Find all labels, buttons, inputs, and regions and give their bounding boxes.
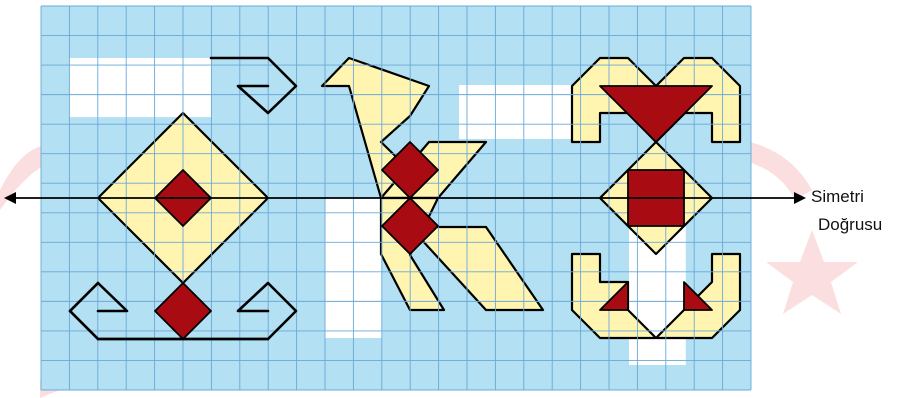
watermark-star: [766, 230, 858, 314]
axis-label-line1: Simetri: [811, 185, 864, 209]
white-block-top-left: [69, 58, 211, 117]
watermark-swoosh-left: [0, 145, 45, 210]
axis-label-line2: Doğrusu: [818, 213, 882, 237]
watermark-swoosh-right: [742, 140, 812, 200]
